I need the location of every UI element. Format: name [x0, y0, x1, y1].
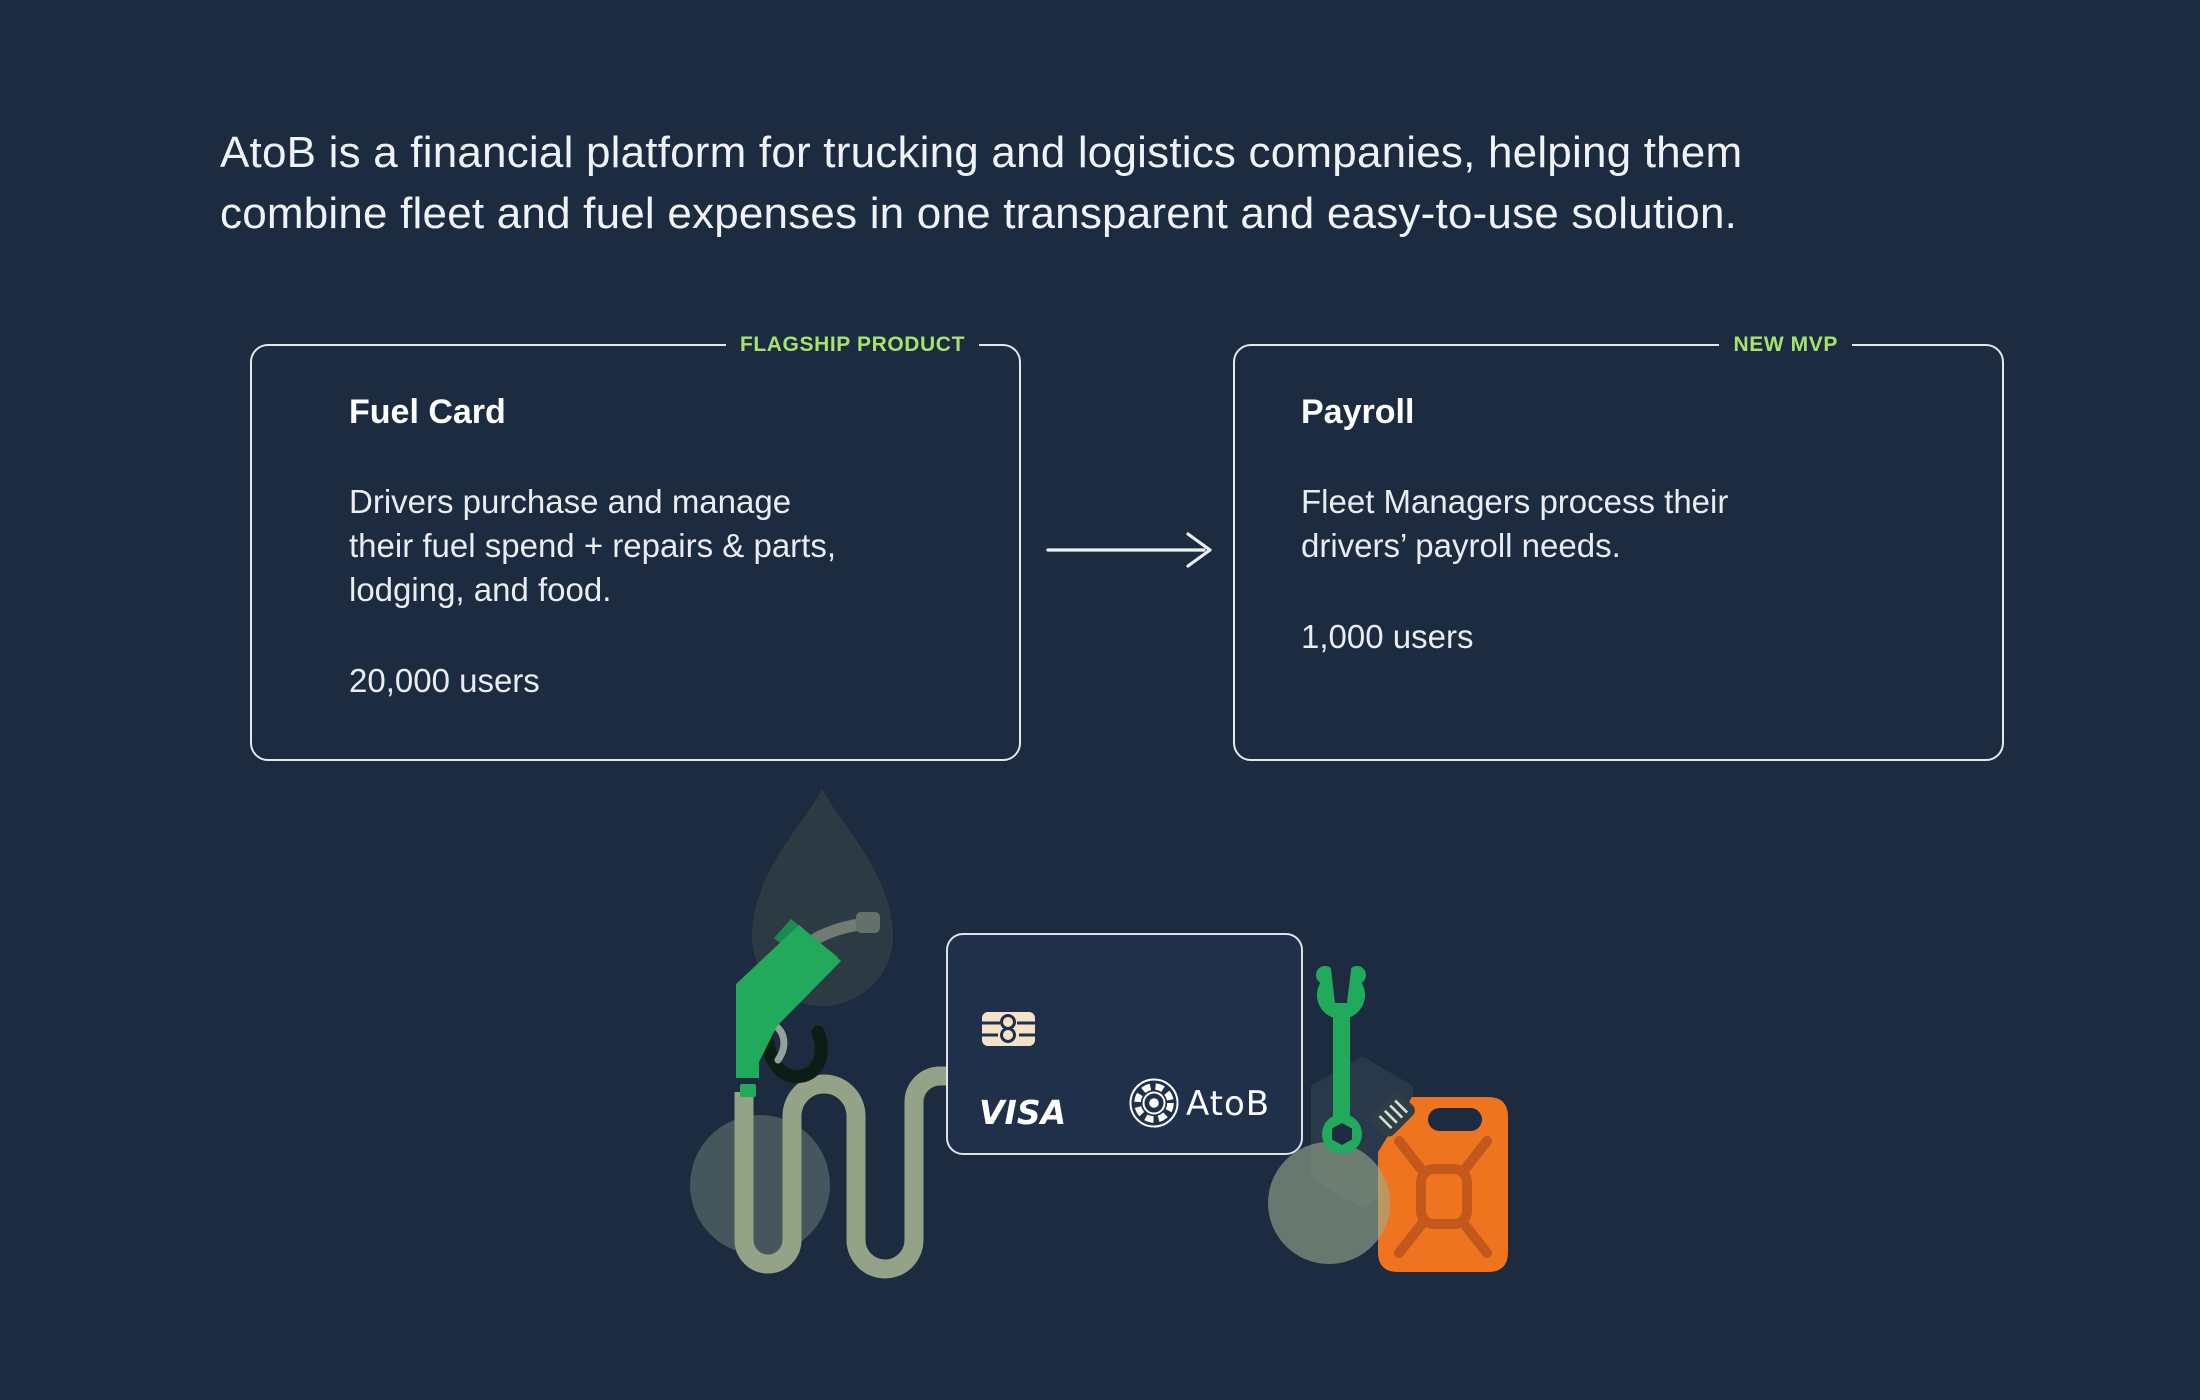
jerry-can-icon — [1378, 1097, 1508, 1272]
jerry-can-cross-center — [1416, 1164, 1472, 1229]
nozzle-guard — [759, 1007, 828, 1083]
fuel-card-description: Drivers purchase and manage their fuel s… — [349, 483, 837, 608]
card-body — [946, 933, 1303, 1155]
payment-card: VISA AtoB — [946, 933, 1303, 1155]
product-card-fuel-card: FLAGSHIP PRODUCT Fuel Card Drivers purch… — [250, 332, 1021, 761]
fuel-card-title: Fuel Card — [349, 393, 506, 431]
payroll-users: 1,000 users — [1301, 618, 1474, 655]
illustration: VISA AtoB — [690, 788, 1508, 1279]
tag-new-mvp: NEW MVP — [1719, 332, 1852, 358]
fuel-hose — [734, 1066, 976, 1279]
nozzle-pipe-stub — [856, 912, 880, 933]
fuel-nozzle-icon — [736, 912, 880, 1097]
tag-flagship-product: FLAGSHIP PRODUCT — [725, 332, 979, 358]
nozzle-spout — [740, 1084, 756, 1097]
hose-backdrop-circle — [690, 1115, 830, 1255]
fuel-cap-icon — [1371, 1092, 1415, 1137]
atob-logo-text: AtoB — [1186, 1084, 1270, 1124]
sage-circle — [1268, 1142, 1390, 1264]
wrench-icon — [1316, 961, 1366, 1154]
emv-chip-icon — [982, 1012, 1035, 1046]
atob-logo-icon — [1129, 1078, 1179, 1128]
visa-logo: VISA — [979, 1093, 1066, 1132]
jerry-can-handle-cutout — [1428, 1108, 1482, 1131]
headline: AtoB is a financial platform for truckin… — [220, 128, 1743, 238]
payroll-title: Payroll — [1301, 393, 1415, 431]
fuel-card-users: 20,000 users — [349, 662, 540, 699]
nozzle-body — [736, 925, 841, 1078]
product-card-payroll: NEW MVP Payroll Fleet Managers process t… — [1233, 332, 2004, 761]
arrow-right-icon — [1046, 532, 1212, 568]
payroll-description: Fleet Managers process their drivers’ pa… — [1301, 483, 1729, 564]
